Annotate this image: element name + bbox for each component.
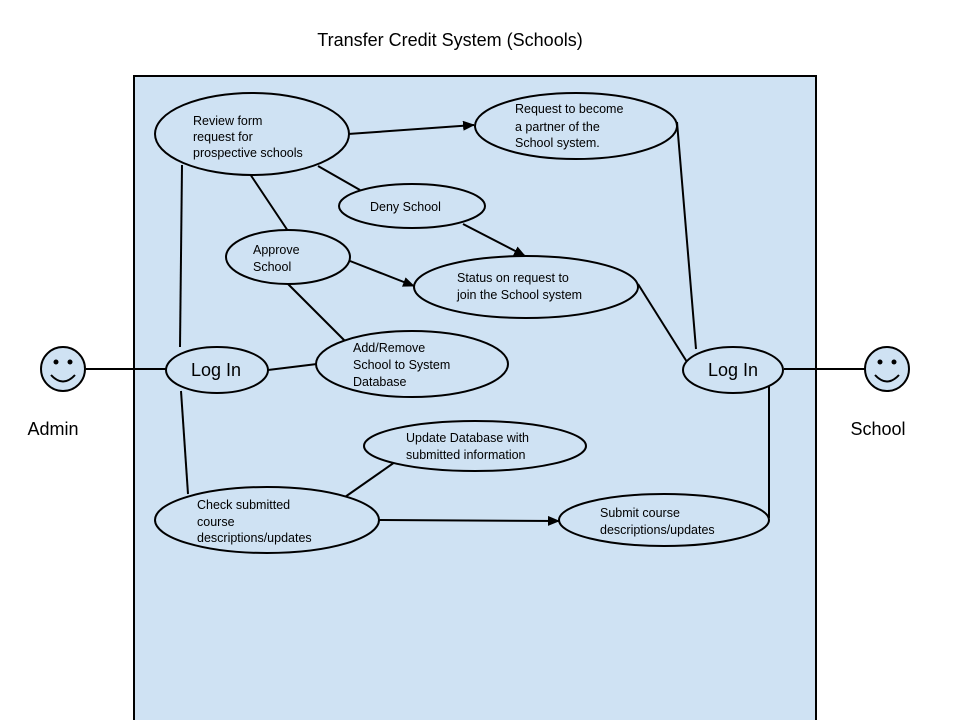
use-case-admin-login[interactable]: Log In [165,346,269,394]
use-case-approve-school[interactable]: Approve School [225,229,351,285]
use-case-review-form[interactable]: Review form request for prospective scho… [154,92,350,176]
use-case-text: Status on request to join the School sys… [456,271,582,302]
review-to-deny-line [317,165,361,191]
use-case-text: Check submitted course descriptions/upda… [197,498,312,545]
use-case-submit-course[interactable]: Submit course descriptions/updates [558,493,770,547]
use-case-text: Submit course descriptions/updates [600,506,715,537]
system-boundary [133,75,817,720]
use-case-add-remove-school[interactable]: Add/Remove School to System Database [315,330,509,398]
use-case-check-submitted[interactable]: Check submitted course descriptions/upda… [154,486,380,554]
smiley-face-icon [864,346,910,392]
request-to-school-login-line [676,121,697,350]
use-case-text: Review form request for prospective scho… [193,114,303,160]
admin-login-to-check-line [180,390,189,495]
approve-to-addremove-line [287,283,347,343]
status-to-school-login-line [637,283,688,363]
actor-admin[interactable]: Admin [27,346,86,439]
use-case-status-request[interactable]: Status on request to join the School sys… [413,255,639,319]
admin-login-to-addremove-line [267,363,318,371]
use-case-text: Log In [708,360,758,380]
deny-to-status-arrow [462,223,526,257]
check-to-submit-arrow [378,515,560,526]
actor-label: School [850,419,905,439]
use-case-text: Add/Remove School to System Database [353,341,454,389]
actor-label: Admin [27,419,78,439]
use-case-text: Log In [191,360,241,380]
review-to-admin-login-line [179,164,183,348]
review-to-approve-line [249,173,291,235]
connectors [86,120,866,526]
diagram-title: Transfer Credit System (Schools) [317,30,582,50]
use-case-deny-school[interactable]: Deny School [338,183,486,229]
approve-to-status-arrow [349,260,415,287]
use-case-text: Request to become a partner of the Schoo… [515,102,627,150]
smiley-face-icon [40,346,86,392]
use-case-text: Approve School [253,243,303,274]
use-case-text: Deny School [370,200,441,214]
use-case-text: Update Database with submitted informati… [406,431,532,462]
use-case-school-login[interactable]: Log In [682,346,784,394]
use-case-request-partner[interactable]: Request to become a partner of the Schoo… [474,92,678,160]
check-to-update-line [344,461,396,498]
use-case-update-database[interactable]: Update Database with submitted informati… [363,420,587,472]
actor-school[interactable]: School [850,346,910,439]
review-to-request-arrow [347,120,475,135]
